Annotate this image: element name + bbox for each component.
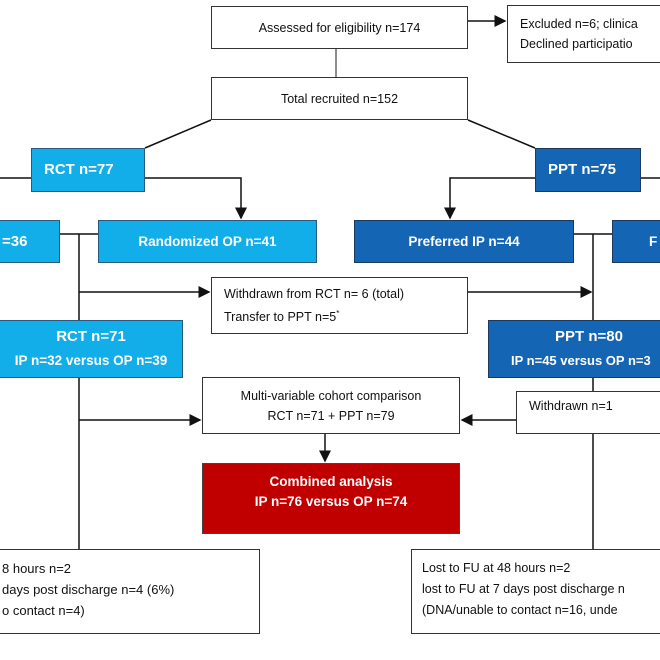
ppt-75-text: PPT n=75 [548, 161, 616, 178]
ppt-80-title: PPT n=80 [555, 328, 623, 345]
rct-77-text: RCT n=77 [44, 161, 114, 178]
rct-71-box: RCT n=71 IP n=32 versus OP n=39 [0, 320, 183, 378]
combined-title: Combined analysis [269, 474, 393, 489]
randomized-op-text: Randomized OP n=41 [138, 233, 277, 249]
preferred-op-text: F [649, 233, 658, 249]
footnote-mark: * [336, 308, 340, 318]
preferred-ip-box: Preferred IP n=44 [354, 220, 574, 263]
lost-followup-ppt-box: Lost to FU at 48 hours n=2 lost to FU at… [411, 549, 660, 634]
preferred-ip-text: Preferred IP n=44 [408, 233, 520, 249]
randomized-op-box: Randomized OP n=41 [98, 220, 317, 263]
lost-line: Lost to FU at 48 hours n=2 [422, 561, 571, 575]
excluded-line: Declined participatio [520, 37, 633, 51]
randomized-ip-text: =36 [2, 232, 28, 250]
preferred-op-box: F [612, 220, 660, 263]
lost-line: days post discharge n=4 (6%) [2, 582, 175, 597]
ppt-80-sub: IP n=45 versus OP n=3 [511, 353, 651, 368]
multi-variable-box: Multi-variable cohort comparison RCT n=7… [202, 377, 460, 434]
combined-counts: IP n=76 versus OP n=74 [254, 494, 408, 509]
combined-analysis-box: Combined analysis IP n=76 versus OP n=74 [202, 463, 460, 534]
lost-line: lost to FU at 7 days post discharge n [422, 582, 625, 596]
lost-line: o contact n=4) [2, 603, 85, 618]
rct-77-box: RCT n=77 [31, 148, 145, 192]
ppt-75-box: PPT n=75 [535, 148, 641, 192]
lost-followup-rct-box: 8 hours n=2 days post discharge n=4 (6%)… [0, 549, 260, 634]
randomized-ip-box: =36 [0, 220, 60, 263]
withdrawn-rct-text: Withdrawn from RCT n= 6 (total) [224, 286, 405, 301]
total-recruited-box: Total recruited n=152 [211, 77, 468, 120]
assessed-text: Assessed for eligibility n=174 [258, 20, 421, 35]
transfer-text: Transfer to PPT n=5 [224, 310, 337, 325]
withdrawn-1-box: Withdrawn n=1 [516, 391, 660, 434]
withdrawn-rct-box: Withdrawn from RCT n= 6 (total) Transfer… [211, 277, 468, 334]
total-text: Total recruited n=152 [280, 91, 399, 106]
multi-variable-text: Multi-variable cohort comparison [240, 388, 422, 403]
lost-line: 8 hours n=2 [2, 561, 72, 576]
assessed-box: Assessed for eligibility n=174 [211, 6, 468, 49]
multi-variable-counts: RCT n=71 + PPT n=79 [267, 408, 395, 423]
excluded-line: Excluded n=6; clinica [520, 17, 638, 31]
rct-71-title: RCT n=71 [56, 328, 126, 345]
ppt-80-box: PPT n=80 IP n=45 versus OP n=3 [488, 320, 660, 378]
withdrawn-1-text: Withdrawn n=1 [529, 399, 613, 413]
lost-line: (DNA/unable to contact n=16, unde [422, 603, 618, 617]
rct-71-sub: IP n=32 versus OP n=39 [14, 353, 168, 368]
